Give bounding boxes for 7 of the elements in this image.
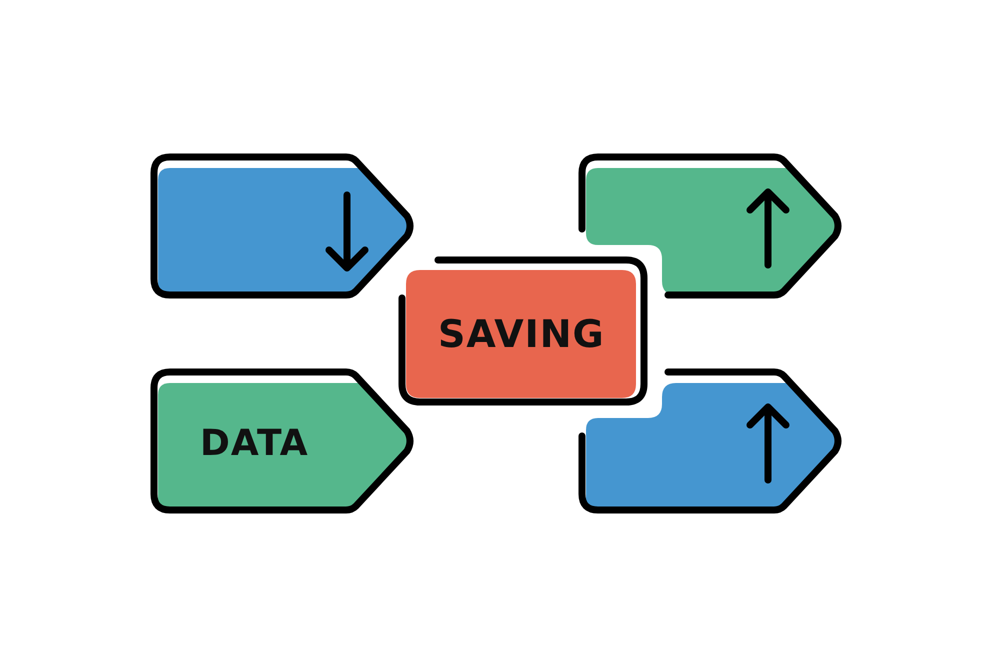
tag-label: DATA <box>200 426 309 462</box>
rounded-panel <box>398 256 648 406</box>
label-tag <box>150 368 416 514</box>
label-tag <box>578 368 844 514</box>
label-tag <box>150 153 416 299</box>
label-tag <box>578 153 844 299</box>
panel-title: SAVING <box>438 315 605 353</box>
